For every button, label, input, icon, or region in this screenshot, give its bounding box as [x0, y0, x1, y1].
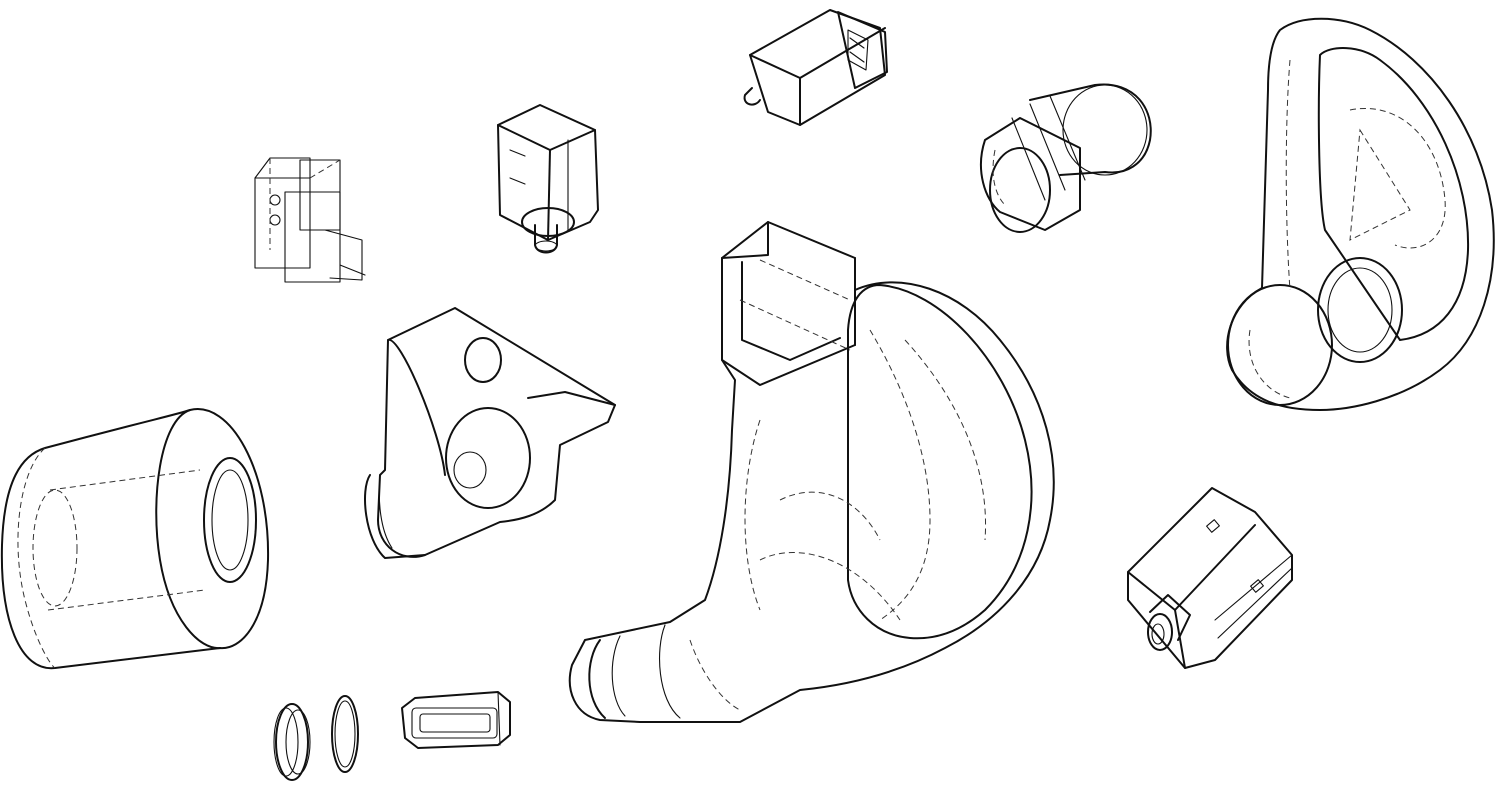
vent-plug	[743, 9, 888, 126]
main-earpiece-housing	[568, 221, 1055, 723]
balanced-armature-driver	[497, 104, 599, 254]
o-rings	[273, 695, 359, 781]
nozzle-adapter	[364, 307, 616, 559]
dynamic-driver	[979, 83, 1152, 233]
acoustic-filter	[401, 691, 511, 749]
faceplate-shell	[1226, 17, 1495, 411]
balanced-armature-driver-2	[1127, 487, 1293, 669]
wire-clip-frame	[254, 157, 366, 283]
foam-ear-tip	[0, 408, 270, 670]
